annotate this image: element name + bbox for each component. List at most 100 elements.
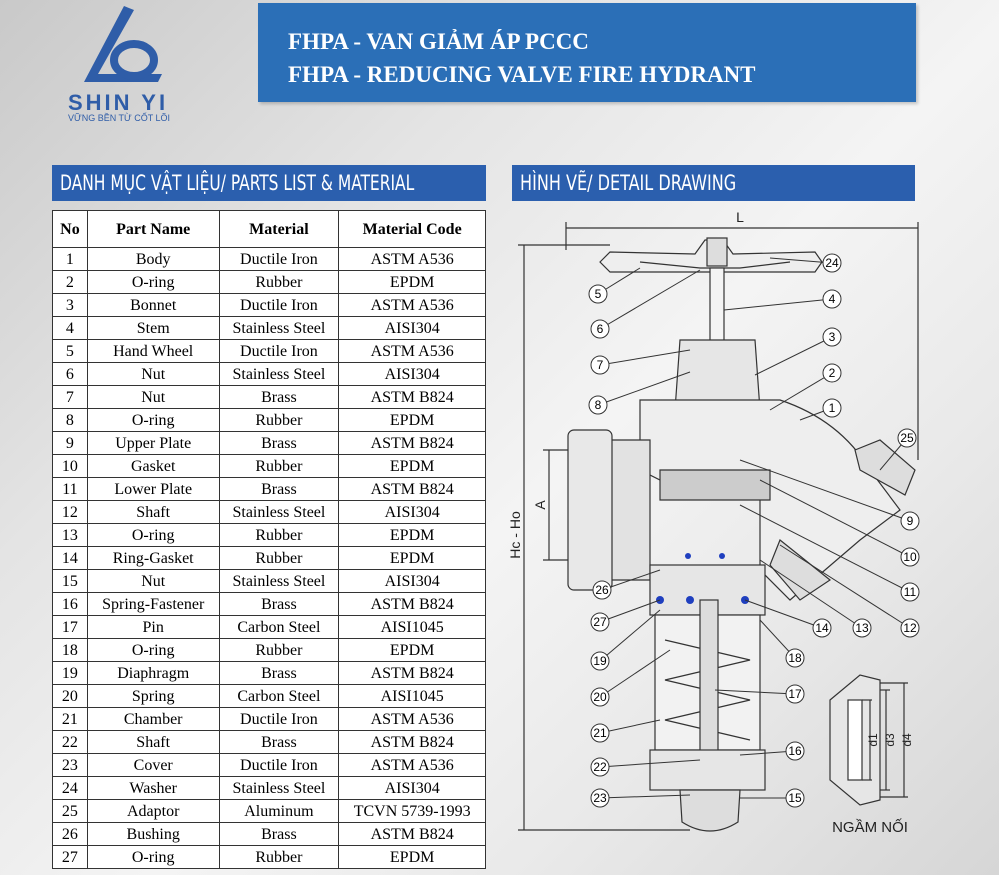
part-name: Lower Plate <box>86 477 220 501</box>
part-no: 25 <box>52 799 88 823</box>
callout-circle <box>852 618 872 638</box>
leader-line <box>601 569 661 591</box>
part-material-code: EPDM <box>338 845 486 869</box>
callout-circle <box>590 651 610 671</box>
callout-circle <box>785 648 805 668</box>
leader-line <box>597 371 691 406</box>
part-no: 17 <box>52 615 88 639</box>
callout-circle <box>822 398 842 418</box>
part-material-code: ASTM B824 <box>338 385 486 409</box>
part-no: 8 <box>52 408 88 432</box>
part-no: 4 <box>52 316 88 340</box>
header-part-name: Part Name <box>86 210 220 248</box>
part-no: 2 <box>52 270 88 294</box>
callout-number: 27 <box>593 615 607 629</box>
part-name: Upper Plate <box>86 431 220 455</box>
callout-number: 12 <box>903 621 917 635</box>
callout-25: 25 <box>879 428 917 471</box>
leader-line <box>769 257 833 264</box>
part-material-code: ASTM A536 <box>338 247 486 271</box>
callout-10: 10 <box>759 479 920 567</box>
part-material: Brass <box>218 385 340 409</box>
callout-circle <box>590 319 610 339</box>
callout-circle <box>590 723 610 743</box>
callout-4: 4 <box>723 289 842 311</box>
part-material-code: AISI1045 <box>338 615 486 639</box>
callout-number: 1 <box>829 401 836 415</box>
leader-line <box>599 609 661 662</box>
part-material-code: ASTM B824 <box>338 592 486 616</box>
part-material-code: EPDM <box>338 408 486 432</box>
leader-line <box>714 689 796 695</box>
callout-15: 15 <box>740 788 805 808</box>
leader-line <box>739 459 911 522</box>
callout-circle <box>822 327 842 347</box>
part-material-code: ASTM A536 <box>338 339 486 363</box>
callout-number: 9 <box>907 514 914 528</box>
callout-circle <box>822 289 842 309</box>
callout-circle <box>785 684 805 704</box>
part-name: Nut <box>86 385 220 409</box>
part-material: Ductile Iron <box>218 247 340 271</box>
part-no: 15 <box>52 569 88 593</box>
part-material: Brass <box>218 661 340 685</box>
callout-number: 18 <box>788 651 802 665</box>
part-material: Carbon Steel <box>218 684 340 708</box>
callout-number: 17 <box>788 687 802 701</box>
callout-14: 14 <box>744 599 832 638</box>
callout-circle <box>900 582 920 602</box>
callout-number: 19 <box>593 654 607 668</box>
callout-circle <box>590 788 610 808</box>
leader-line <box>723 298 833 311</box>
callout-26: 26 <box>592 569 661 600</box>
callout-circle <box>588 284 608 304</box>
callout-circle <box>590 757 610 777</box>
callout-circle <box>588 395 608 415</box>
part-material: Ductile Iron <box>218 293 340 317</box>
callout-number: 7 <box>597 358 604 372</box>
part-name: Nut <box>86 362 220 386</box>
callout-9: 9 <box>739 459 920 531</box>
leader-line <box>759 559 863 629</box>
leader-line <box>779 544 911 629</box>
dim-d3-label: d3 <box>883 733 897 747</box>
logo-mark-icon <box>84 6 162 82</box>
drawing-section-title: HÌNH VẼ/ DETAIL DRAWING <box>520 171 737 195</box>
dim-d4-label: d4 <box>900 733 914 747</box>
callout-number: 22 <box>593 760 607 774</box>
leader-line <box>759 479 911 558</box>
part-material: Carbon Steel <box>218 615 340 639</box>
part-name: Pin <box>86 615 220 639</box>
leader-line <box>599 269 701 330</box>
part-material-code: ASTM B824 <box>338 730 486 754</box>
part-material: Ductile Iron <box>218 753 340 777</box>
callout-22: 22 <box>590 757 701 777</box>
leader-line <box>754 336 833 376</box>
leader-line <box>599 759 701 768</box>
callout-1: 1 <box>799 398 842 421</box>
callout-number: 8 <box>595 398 602 412</box>
part-material-code: AISI304 <box>338 500 486 524</box>
callout-number: 5 <box>595 287 602 301</box>
callout-number: 15 <box>788 791 802 805</box>
table-header-row: No Part Name Material Material Code <box>52 210 486 248</box>
leader-line <box>739 504 911 593</box>
part-material-code: ASTM A536 <box>338 707 486 731</box>
callout-8: 8 <box>588 371 691 415</box>
title-vn: FHPA - VAN GIẢM ÁP PCCC <box>288 29 589 54</box>
callout-circle <box>900 618 920 638</box>
part-name: Hand Wheel <box>86 339 220 363</box>
callout-18: 18 <box>759 619 805 668</box>
